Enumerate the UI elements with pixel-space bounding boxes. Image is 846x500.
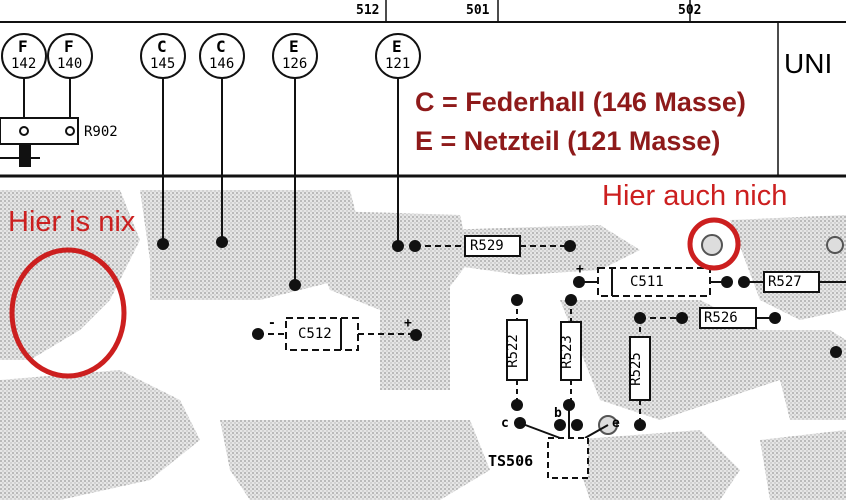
connector-leads bbox=[23, 78, 399, 284]
r529-label: R529 bbox=[470, 238, 504, 254]
r527-body bbox=[763, 271, 820, 293]
note-line-2: E = Netzteil (121 Masse) bbox=[415, 126, 721, 156]
connector-c146-number: 146 bbox=[209, 56, 235, 72]
pin-e-label: e bbox=[612, 416, 620, 431]
connector-f142-letter: F bbox=[18, 37, 28, 56]
connector-e121-letter: E bbox=[392, 37, 402, 56]
schematic-frame bbox=[0, 0, 846, 178]
r902-label: R902 bbox=[84, 124, 118, 140]
c512-plus-label: + bbox=[404, 316, 412, 331]
annotation-left: Hier is nix bbox=[8, 206, 136, 238]
ts506-body bbox=[547, 437, 589, 479]
r522-body bbox=[506, 319, 528, 381]
r526-label: R526 bbox=[704, 310, 738, 326]
r525-body bbox=[629, 336, 651, 401]
c512-body bbox=[285, 317, 359, 351]
r526-body bbox=[699, 307, 757, 329]
r527-label: R527 bbox=[768, 274, 802, 290]
component-bodies bbox=[285, 235, 820, 479]
circuit-traces bbox=[258, 245, 846, 439]
connector-c145-number: 145 bbox=[150, 56, 176, 72]
pin-b-label: b bbox=[554, 406, 562, 421]
c511-label: C511 bbox=[630, 274, 664, 290]
c512-label: C512 bbox=[298, 326, 332, 342]
annotation-right: Hier auch nich bbox=[602, 180, 788, 212]
c511-plus-label: + bbox=[576, 262, 584, 277]
connector-e126-number: 126 bbox=[282, 56, 308, 72]
connector-c146-letter: C bbox=[216, 37, 226, 56]
c511-body bbox=[597, 267, 711, 297]
connector-circles bbox=[1, 33, 421, 79]
r529-body bbox=[464, 235, 521, 257]
r522-label: R522 bbox=[504, 334, 521, 368]
scale-mark-501: 501 bbox=[466, 3, 490, 18]
connector-f140-letter: F bbox=[64, 37, 74, 56]
pin-c-label: c bbox=[501, 416, 509, 431]
connector-c145-letter: C bbox=[157, 37, 167, 56]
r523-body bbox=[560, 321, 582, 381]
connector-f140-number: 140 bbox=[57, 56, 83, 72]
c512-minus-label: - bbox=[268, 316, 276, 331]
scale-mark-502: 502 bbox=[678, 3, 702, 18]
note-line-1: C = Federhall (146 Masse) bbox=[415, 87, 746, 117]
connector-f142-number: 142 bbox=[11, 56, 37, 72]
corner-text: UNI bbox=[784, 48, 833, 79]
connector-e126-letter: E bbox=[289, 37, 299, 56]
r523-label: R523 bbox=[558, 335, 575, 369]
connector-e121-number: 121 bbox=[385, 56, 411, 72]
scale-mark-512: 512 bbox=[356, 3, 380, 18]
r902-switch bbox=[0, 117, 79, 167]
r525-label: R525 bbox=[627, 352, 644, 386]
ts506-label: TS506 bbox=[488, 452, 534, 470]
